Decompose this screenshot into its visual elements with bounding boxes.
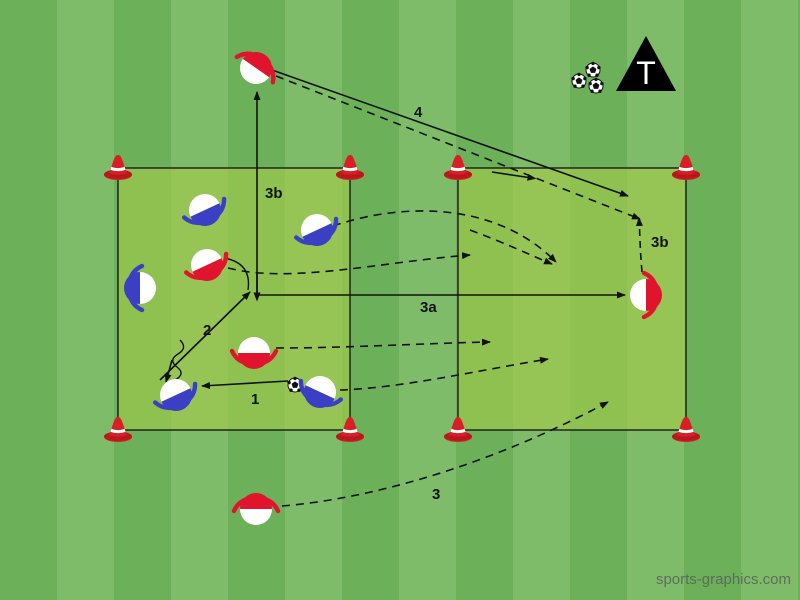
path-hook-center xyxy=(223,257,250,291)
cone-right-zone-top-right xyxy=(672,155,700,180)
path-4-solid xyxy=(271,69,629,197)
path-4-zone-arrow xyxy=(491,171,537,181)
field-stripe xyxy=(57,0,114,600)
step-labels: 1 2 3 3a 3b 3b 4 xyxy=(203,104,669,503)
player-blue-with-ball xyxy=(298,376,343,408)
path-4-dashed xyxy=(275,75,641,220)
path-arc-lower-1 xyxy=(275,338,491,349)
label-1: 1 xyxy=(251,391,259,408)
field-stripe xyxy=(342,0,399,600)
trainer-marker[interactable]: T xyxy=(616,36,676,91)
path-3b-right xyxy=(635,217,643,273)
soccer-balls xyxy=(287,61,604,393)
cone-left-zone-top-right xyxy=(336,155,364,180)
label-2: 2 xyxy=(203,322,211,339)
trainer-letter: T xyxy=(636,55,656,91)
player-blue-lower-left xyxy=(153,379,198,411)
cones xyxy=(104,155,700,442)
player-blue-upper-left xyxy=(182,194,227,226)
cone-right-zone-bottom-right xyxy=(672,417,700,442)
field-stripe xyxy=(684,0,741,600)
player-red-left-inner xyxy=(184,249,229,281)
field-stripe xyxy=(741,0,798,600)
cone-right-zone-top-left xyxy=(444,155,472,180)
ball-supply-lower xyxy=(588,77,604,94)
ball-supply-left xyxy=(571,72,587,89)
player-red-bottom-outside xyxy=(231,493,281,525)
movement-paths xyxy=(159,69,643,507)
label-3: 3 xyxy=(432,486,440,503)
label-4: 4 xyxy=(414,104,423,121)
label-3b-right: 3b xyxy=(651,234,669,251)
trainer-triangle xyxy=(616,36,676,91)
player-red-top-outside xyxy=(234,51,276,85)
player-blue-upper-mid xyxy=(294,214,339,246)
player-red-right-zone xyxy=(630,270,662,320)
cone-left-zone-bottom-left xyxy=(104,417,132,442)
right-grid-zone xyxy=(457,167,687,431)
watermark: sports-graphics.com xyxy=(656,571,791,588)
path-2-arrow-down xyxy=(164,359,173,383)
players xyxy=(124,51,662,525)
path-1 xyxy=(201,380,289,390)
path-arc-upper xyxy=(332,210,557,263)
path-3 xyxy=(281,401,609,507)
path-arc-lower-2 xyxy=(339,356,549,391)
cone-left-zone-bottom-right xyxy=(336,417,364,442)
player-blue-left-edge xyxy=(124,263,156,313)
field-stripe xyxy=(399,0,456,600)
ball-in-play xyxy=(287,376,303,393)
cone-right-zone-bottom-left xyxy=(444,417,472,442)
label-3a: 3a xyxy=(420,299,437,316)
field-stripe xyxy=(0,0,57,600)
label-3b-left: 3b xyxy=(265,185,283,202)
trainer-marker[interactable]: T xyxy=(616,36,676,91)
player-red-center xyxy=(229,337,279,369)
ball-supply-upper xyxy=(585,61,601,78)
cone-left-zone-top-left xyxy=(104,155,132,180)
